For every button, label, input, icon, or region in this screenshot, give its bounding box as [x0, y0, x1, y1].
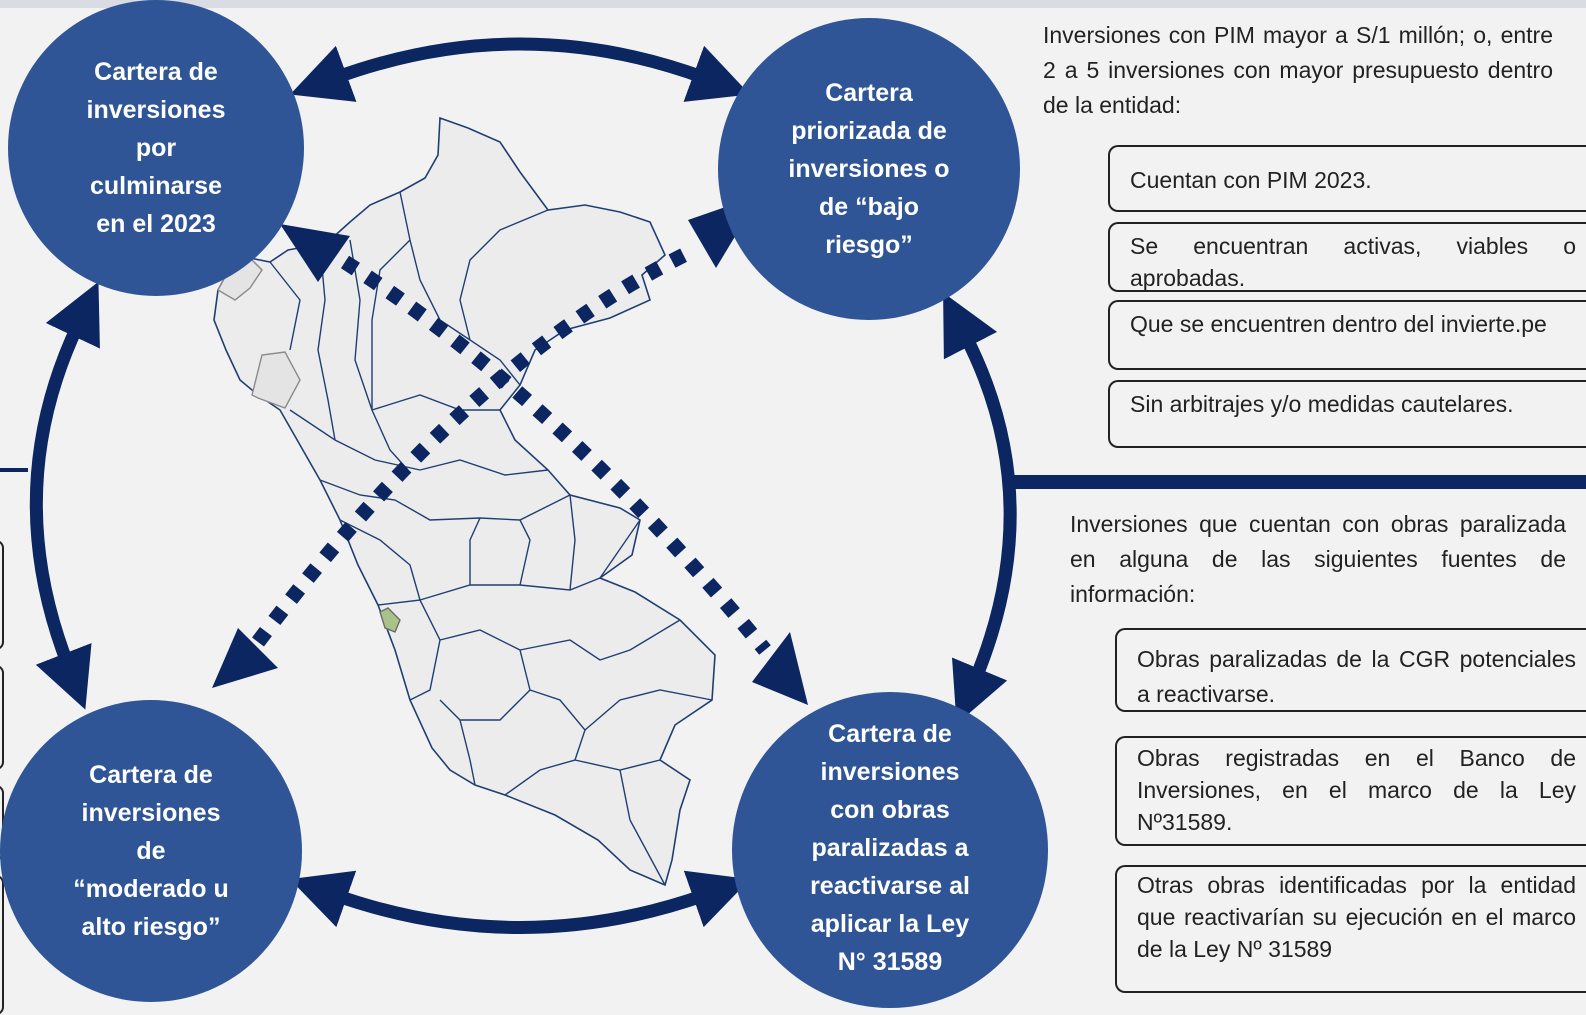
circle-br-line-1: Cartera de: [828, 720, 952, 748]
circle-tr-line-4: de “bajo: [818, 193, 919, 221]
paralizadas-criterion-3: Otras obras identificadas por la entidad…: [1115, 865, 1586, 993]
right-arrow: [943, 292, 1017, 725]
paralizadas-intro: Inversiones que cuentan con obras parali…: [1070, 511, 1566, 607]
arrowhead-bottom-left: [212, 628, 278, 688]
left-edge-box-2: [0, 665, 4, 770]
left-edge-box-4: [0, 875, 4, 1015]
circle-tr-line-5: riesgo”: [825, 231, 913, 259]
circle-tl-line-5: en el 2023: [96, 210, 216, 238]
circle-tl-line-2: inversiones: [86, 96, 226, 124]
circle-cartera-obras-paralizadas: Cartera de inversiones con obras paraliz…: [732, 692, 1048, 1008]
connectors: [0, 468, 1586, 489]
circle-bl-line-2: inversiones: [81, 799, 221, 827]
dotted-arrow-bl-tr: [252, 245, 694, 647]
dotted-arrows: [252, 245, 771, 655]
circle-bl-line-1: Cartera de: [89, 761, 213, 789]
callao-region: [379, 607, 401, 633]
circle-bl-line-5: alto riesgo”: [81, 913, 221, 941]
circle-tr-line-1: Cartera: [825, 79, 913, 107]
top-bar: [0, 0, 1586, 8]
circle-tr-line-3: inversiones o: [788, 155, 950, 183]
circle-tl-line-1: Cartera de: [94, 58, 218, 86]
circle-br-line-5: reactivarse al: [810, 872, 970, 900]
circle-cartera-moderado-alto-riesgo: Cartera de inversiones de “moderado u al…: [0, 700, 302, 1002]
circle-br-line-2: inversiones: [820, 758, 960, 786]
circle-bl-line-4: “moderado u: [73, 875, 229, 903]
priorizada-criterion-3: Que se encuentren dentro del invierte.pe: [1108, 300, 1586, 370]
dotted-arrow-tl-br: [340, 255, 771, 655]
circle-cartera-por-culminarse: Cartera de inversiones por culminarse en…: [8, 0, 304, 296]
paralizadas-criterion-1: Obras paralizadas de la CGR potenciales …: [1115, 628, 1586, 712]
arrowhead-bottom-right: [752, 632, 808, 705]
priorizada-intro: Inversiones con PIM mayor a S/1 millón; …: [1043, 22, 1553, 118]
arrowhead-top-left: [280, 224, 350, 282]
solid-arrows: [29, 37, 1017, 934]
circle-bl-line-3: de: [136, 837, 166, 865]
left-arrow: [29, 281, 100, 710]
priorizada-criterion-4: Sin arbitrajes y/o medidas cautelares.: [1108, 380, 1586, 448]
priorizada-criterion-1: Cuentan con PIM 2023.: [1108, 145, 1586, 212]
lambayeque-region: [251, 351, 301, 409]
circle-tl-line-4: culminarse: [89, 172, 222, 200]
bottom-arrow: [289, 870, 751, 934]
circle-br-line-4: paralizadas a: [811, 834, 969, 862]
priorizada-criterion-2: Se encuentran activas, viables o aprobad…: [1108, 222, 1586, 292]
top-arrow: [290, 37, 750, 102]
circle-br-line-3: con obras: [830, 796, 950, 824]
left-edge-box-1: [0, 540, 4, 650]
circle-cartera-priorizada: Cartera priorizada de inversiones o de “…: [718, 18, 1020, 320]
circle-br-line-6: aplicar la Ley: [810, 910, 970, 938]
circle-br-line-7: N° 31589: [837, 948, 943, 976]
circle-tr-line-2: priorizada de: [791, 117, 947, 145]
paralizadas-criterion-2: Obras registradas en el Banco de Inversi…: [1115, 736, 1586, 846]
circle-tl-line-3: por: [135, 134, 177, 162]
